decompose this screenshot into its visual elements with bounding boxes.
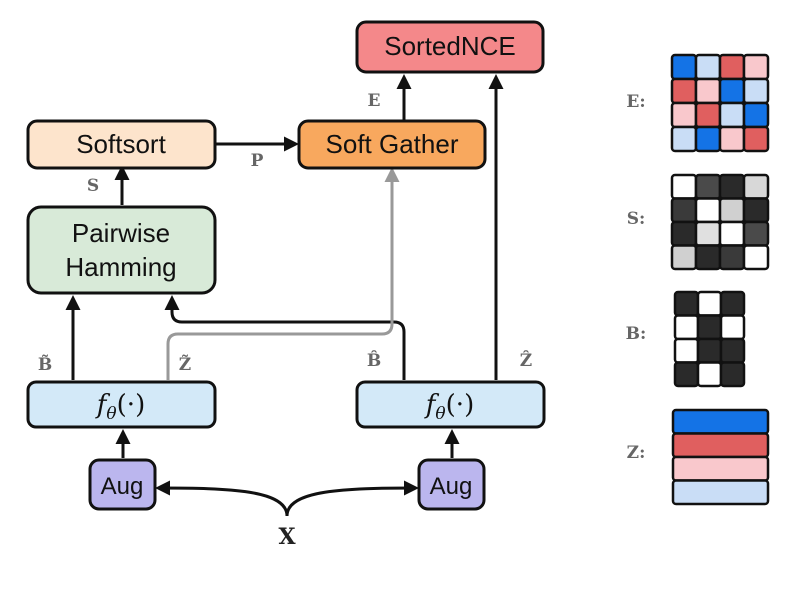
mat-E-cell: [670, 53, 698, 81]
mat-B-cell: [719, 337, 746, 364]
pairwise-label-line2: Hamming: [65, 252, 176, 282]
encoder-right-node: fθ(·): [355, 380, 546, 429]
mat-S-cell: [694, 197, 722, 224]
mat-S-cell: [718, 173, 746, 200]
mat-S-cell: [694, 173, 722, 200]
aug-left-node: Aug: [88, 458, 157, 511]
legend-e-matrix: [670, 53, 770, 153]
softgather-node: Soft Gather: [297, 119, 487, 170]
mat-E-cell: [742, 53, 770, 81]
mat-S-cell: [670, 173, 698, 200]
label-p: P: [251, 151, 264, 171]
mat-S-cell: [670, 244, 698, 271]
mat-Z-cell: [671, 408, 770, 435]
mat-E-cell: [670, 101, 698, 129]
softsort-node: Softsort: [26, 119, 217, 170]
arrow-x-to-aug-right: [285, 480, 419, 517]
sortednce-label: SortedNCE: [384, 31, 516, 61]
mat-E-cell: [694, 77, 722, 105]
legend-e-label: E:: [626, 92, 645, 112]
aug-right-label: Aug: [430, 473, 473, 500]
label-z-tilde: Z̃: [179, 355, 191, 375]
mat-S-cell: [742, 220, 770, 247]
legend-z-label: Z:: [627, 443, 646, 463]
mat-E-cell: [694, 125, 722, 153]
encoder-right-label: fθ(·): [424, 390, 474, 424]
mat-S-cell: [742, 197, 770, 224]
mat-Z-cell: [671, 432, 770, 459]
mat-B-cell: [673, 290, 700, 317]
mat-E-cell: [670, 125, 698, 153]
label-b-tilde: B̃: [38, 355, 52, 375]
mat-B-cell: [696, 361, 723, 388]
legend-s-label: S:: [627, 209, 646, 229]
softsort-label: Softsort: [76, 129, 166, 159]
mat-S-cell: [742, 173, 770, 200]
mat-E-cell: [694, 101, 722, 129]
mat-B-cell: [673, 337, 700, 364]
legend-b-matrix: [673, 290, 746, 388]
mat-Z-cell: [671, 455, 770, 482]
encoder-left-label: fθ(·): [95, 390, 145, 424]
mat-E-cell: [718, 53, 746, 81]
mat-B-cell: [673, 314, 700, 341]
mat-E-cell: [718, 77, 746, 105]
softgather-label: Soft Gather: [326, 129, 459, 159]
legend-z-matrix: [671, 408, 770, 506]
arrow-bhat-to-pairwise: [164, 295, 406, 380]
mat-S-cell: [694, 220, 722, 247]
pairwise-label-line1: Pairwise: [72, 218, 170, 248]
legend-b-label: B:: [626, 324, 647, 344]
mat-S-cell: [694, 244, 722, 271]
aug-left-label: Aug: [101, 473, 144, 500]
label-z-hat: Ẑ: [520, 350, 532, 371]
mat-S-cell: [718, 220, 746, 247]
mat-E-cell: [742, 101, 770, 129]
mat-B-cell: [719, 361, 746, 388]
mat-E-cell: [670, 77, 698, 105]
arrow-x-to-aug-left: [155, 480, 289, 517]
label-x: X: [278, 524, 296, 550]
sortednce-node: SortedNCE: [355, 20, 545, 74]
mat-B-cell: [696, 314, 723, 341]
mat-B-cell: [719, 314, 746, 341]
arrow-ztilde-to-softgather: [166, 167, 400, 380]
mat-E-cell: [742, 125, 770, 153]
mat-S-cell: [670, 220, 698, 247]
label-b-hat: B̂: [367, 351, 381, 371]
mat-S-cell: [718, 197, 746, 224]
mat-E-cell: [718, 101, 746, 129]
mat-E-cell: [718, 125, 746, 153]
mat-Z-cell: [671, 479, 770, 506]
mat-B-cell: [673, 361, 700, 388]
label-e: E: [368, 91, 381, 111]
mat-S-cell: [670, 197, 698, 224]
mat-B-cell: [696, 290, 723, 317]
aug-right-node: Aug: [417, 458, 486, 511]
mat-E-cell: [694, 53, 722, 81]
mat-S-cell: [742, 244, 770, 271]
mat-B-cell: [696, 337, 723, 364]
encoder-left-node: fθ(·): [26, 380, 217, 429]
mat-B-cell: [719, 290, 746, 317]
mat-S-cell: [718, 244, 746, 271]
pairwise-hamming-node: Pairwise Hamming: [26, 205, 217, 295]
label-s: S: [87, 176, 99, 196]
mat-E-cell: [742, 77, 770, 105]
legend-s-matrix: [670, 173, 770, 271]
